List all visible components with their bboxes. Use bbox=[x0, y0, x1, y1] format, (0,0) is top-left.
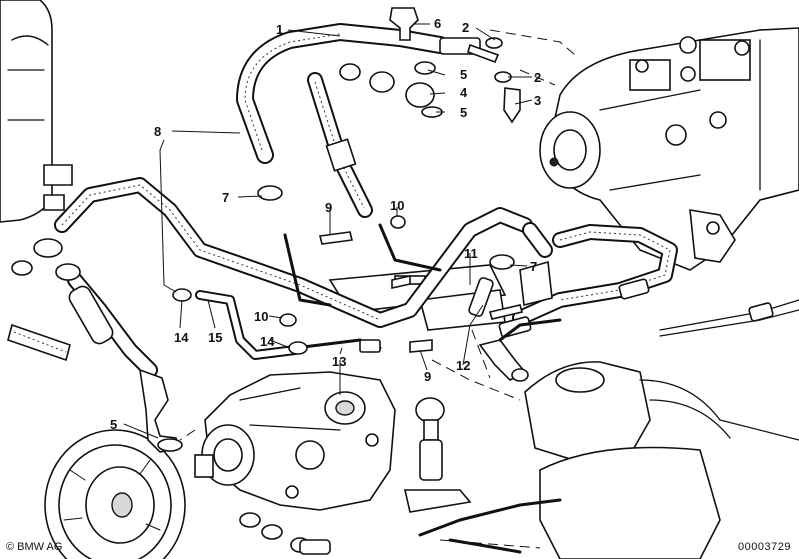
callout-3: 3 bbox=[534, 93, 541, 108]
callout-11: 11 bbox=[464, 246, 478, 261]
pressure-hose-8 bbox=[54, 177, 678, 338]
callout-10-lower: 10 bbox=[254, 309, 268, 324]
callout-6: 6 bbox=[434, 16, 441, 31]
lower-right-assembly bbox=[524, 299, 799, 559]
lower-banjo-clamp bbox=[239, 397, 562, 555]
callout-5-lower: 5 bbox=[460, 105, 467, 120]
callout-5-pump: 5 bbox=[110, 417, 117, 432]
callout-9-lower: 9 bbox=[424, 369, 431, 384]
copyright-label: © BMW AG bbox=[6, 541, 63, 553]
callout-14-left: 14 bbox=[174, 330, 189, 345]
hose-15-line-13 bbox=[172, 223, 442, 360]
callout-5-upper: 5 bbox=[460, 67, 467, 82]
callout-4: 4 bbox=[460, 85, 468, 100]
steering-gearbox bbox=[539, 27, 799, 271]
callout-14-right: 14 bbox=[260, 334, 275, 349]
callout-numbers: 1 2 2 3 4 5 5 5 6 7 7 8 9 9 10 10 11 12 … bbox=[110, 16, 541, 432]
callout-7-right: 7 bbox=[530, 259, 537, 274]
reservoir-tank bbox=[0, 0, 73, 223]
union-fittings bbox=[478, 260, 774, 382]
callout-2-middle: 2 bbox=[534, 70, 541, 85]
clamps-and-bolts bbox=[257, 185, 524, 353]
feed-hose-left bbox=[7, 238, 183, 453]
leader-lines bbox=[123, 23, 533, 439]
banjo-fittings bbox=[389, 7, 521, 124]
callout-8: 8 bbox=[154, 124, 161, 139]
callout-7-left: 7 bbox=[222, 190, 229, 205]
callout-9-upper: 9 bbox=[325, 200, 332, 215]
callout-2-top: 2 bbox=[462, 20, 469, 35]
callout-15: 15 bbox=[208, 330, 222, 345]
callout-10-upper: 10 bbox=[390, 198, 404, 213]
drawing-number: 00003729 bbox=[738, 541, 791, 553]
pump-pulley bbox=[44, 429, 186, 559]
reference-lines bbox=[179, 29, 576, 549]
callout-1: 1 bbox=[276, 22, 283, 37]
return-hose-1 bbox=[236, 23, 481, 218]
power-steering-pump bbox=[194, 371, 396, 511]
callout-13: 13 bbox=[332, 354, 346, 369]
callout-12: 12 bbox=[456, 358, 470, 373]
